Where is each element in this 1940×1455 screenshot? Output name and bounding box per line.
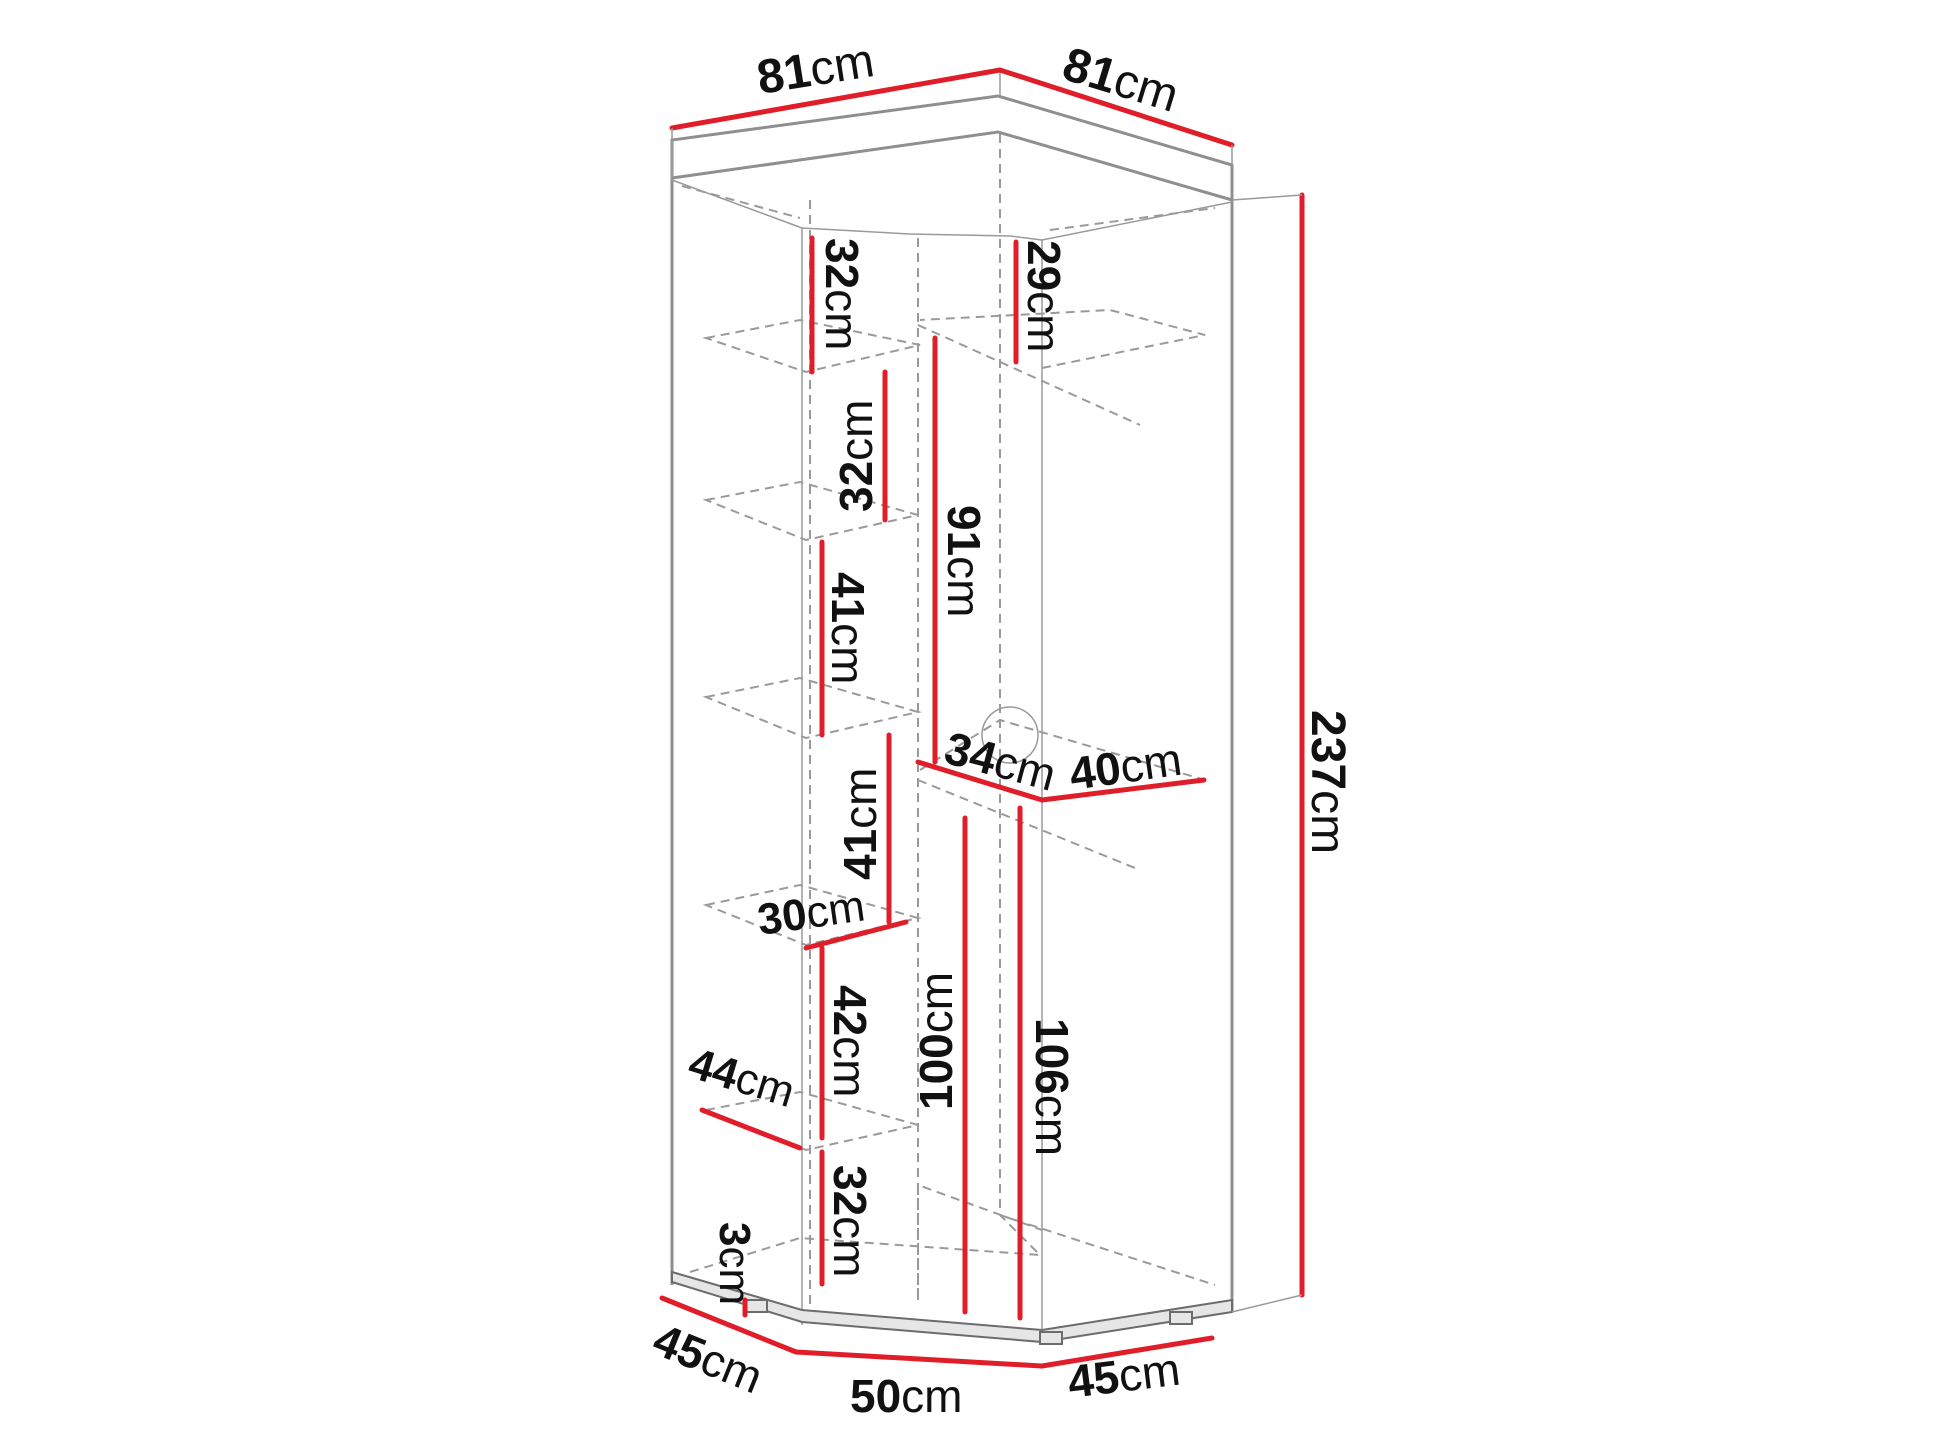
dim-line-base-right [1039, 1335, 1215, 1369]
right-section [917, 308, 1216, 1300]
dim-line-top-right [997, 67, 1235, 148]
label-plinth-height: 3cm [710, 1222, 759, 1305]
label-hanging-lower: 100cm [910, 972, 962, 1110]
dim-line-rail-width [1039, 777, 1207, 803]
dim-line-base-front [793, 1349, 1045, 1369]
dim-line-base-left [659, 1295, 799, 1355]
label-shelf-fourth: 41cm [834, 768, 886, 881]
label-rail-width: 40cm [1066, 733, 1185, 800]
label-hanging-right: 106cm [1026, 1018, 1078, 1156]
label-shelf-bottom: 32cm [824, 1165, 876, 1278]
label-shelf-top-left: 32cm [816, 238, 868, 351]
dimension-lines [659, 67, 1305, 1369]
cabinet-outline [670, 94, 1234, 1345]
dim-line-shelf-depth [803, 919, 909, 951]
dim-line-side-depth [699, 1107, 803, 1151]
label-shelf-depth: 30cm [755, 881, 868, 944]
label-base-front: 50cm [850, 1370, 963, 1422]
label-base-right: 45cm [1065, 1343, 1183, 1408]
label-shelf-second: 32cm [830, 400, 882, 513]
label-base-left: 45cm [646, 1313, 770, 1403]
label-hanging-upper: 91cm [938, 505, 990, 618]
dim-line-rail-depth [915, 759, 1045, 803]
label-shelf-third: 41cm [822, 572, 874, 685]
dim-line-top-left [669, 67, 1003, 131]
label-top-left-width: 81cm [753, 34, 877, 105]
label-shelf-fifth: 42cm [824, 985, 876, 1098]
label-shelf-top-right: 29cm [1018, 240, 1070, 353]
label-side-depth: 44cm [683, 1039, 800, 1117]
label-total-height: 237cm [1301, 710, 1354, 854]
plinth [671, 1270, 1233, 1345]
